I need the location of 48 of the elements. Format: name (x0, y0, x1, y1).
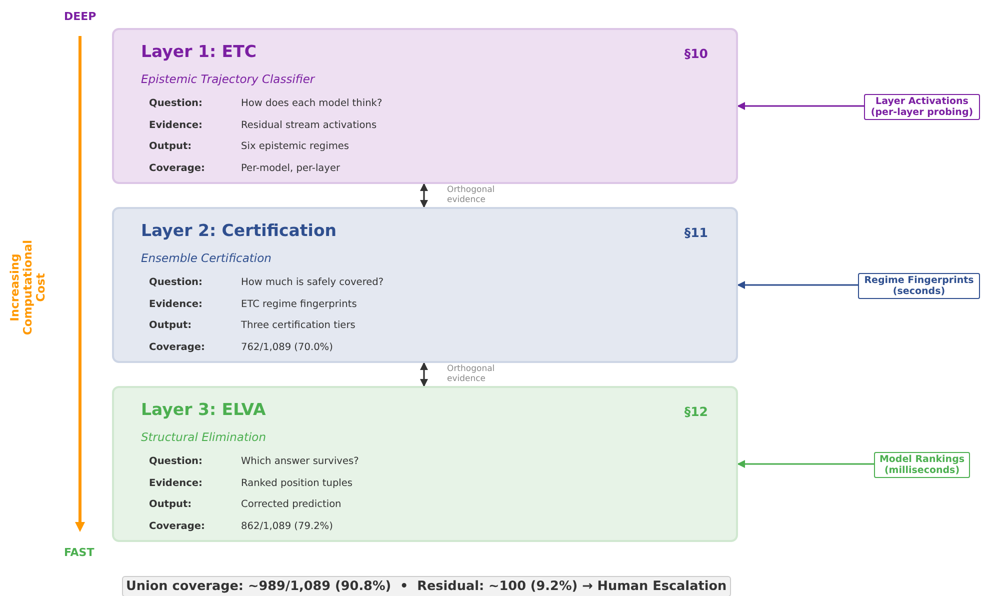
row-key: Question: (149, 277, 202, 288)
axis-end-label: DEEP (64, 10, 96, 23)
row-key: Evidence: (149, 298, 202, 310)
row-key: Question: (149, 456, 202, 467)
row-value: Ranked position tuples (241, 478, 353, 488)
row-key: Evidence: (149, 478, 202, 488)
arrow (420, 362, 428, 387)
row-value: How much is safely covered? (241, 277, 384, 288)
row-key: Coverage: (149, 520, 205, 532)
section-number: §12 (684, 404, 708, 419)
layer-title: Layer 2: Certification (141, 221, 337, 240)
summary-banner: Union coverage: ~989/1,089 (90.8%) • Residual: ~100 (9.2%) → Human Escalation (122, 576, 731, 596)
input-label: Model Rankings (milliseconds) (874, 452, 970, 478)
arrow (737, 460, 874, 468)
row-value: 762/1,089 (70.0%) (241, 342, 333, 352)
row-value: How does each model think? (241, 98, 382, 109)
layer-subtitle: Ensemble Certification (141, 251, 272, 265)
arrow (737, 281, 858, 289)
row-value: 862/1,089 (79.2%) (241, 520, 333, 532)
section-number: §11 (684, 225, 708, 240)
row-key: Output: (149, 320, 192, 331)
axis-label: Increasing Computational Cost (8, 240, 48, 336)
section-number: §10 (684, 46, 708, 61)
row-value: Three certification tiers (241, 320, 356, 331)
row-key: Coverage: (149, 162, 205, 174)
row-value: ETC regime fingerprints (241, 298, 357, 310)
row-value: Residual stream activations (241, 120, 377, 130)
row-key: Output: (149, 141, 192, 152)
layer-subtitle: Structural Elimination (141, 430, 266, 444)
layer-subtitle: Epistemic Trajectory Classifier (141, 72, 315, 86)
row-value: Which answer survives? (241, 456, 359, 467)
layer-panel (112, 28, 738, 184)
row-value: Corrected prediction (241, 499, 342, 510)
row-value: Six epistemic regimes (241, 141, 350, 152)
input-label: Layer Activations (per-layer probing) (864, 94, 980, 120)
layer-panel (112, 386, 738, 542)
layer-title: Layer 1: ETC (141, 42, 256, 61)
row-key: Coverage: (149, 342, 205, 352)
row-key: Question: (149, 98, 202, 109)
layer-panel (112, 207, 738, 363)
input-label: Regime Fingerprints (seconds) (858, 273, 980, 299)
axis-end-label: FAST (64, 546, 94, 559)
row-key: Evidence: (149, 120, 202, 130)
row-value: Per-model, per-layer (241, 162, 340, 174)
arrow (420, 183, 428, 208)
layer-title: Layer 3: ELVA (141, 400, 266, 419)
row-key: Output: (149, 499, 192, 510)
arrow (737, 102, 864, 110)
